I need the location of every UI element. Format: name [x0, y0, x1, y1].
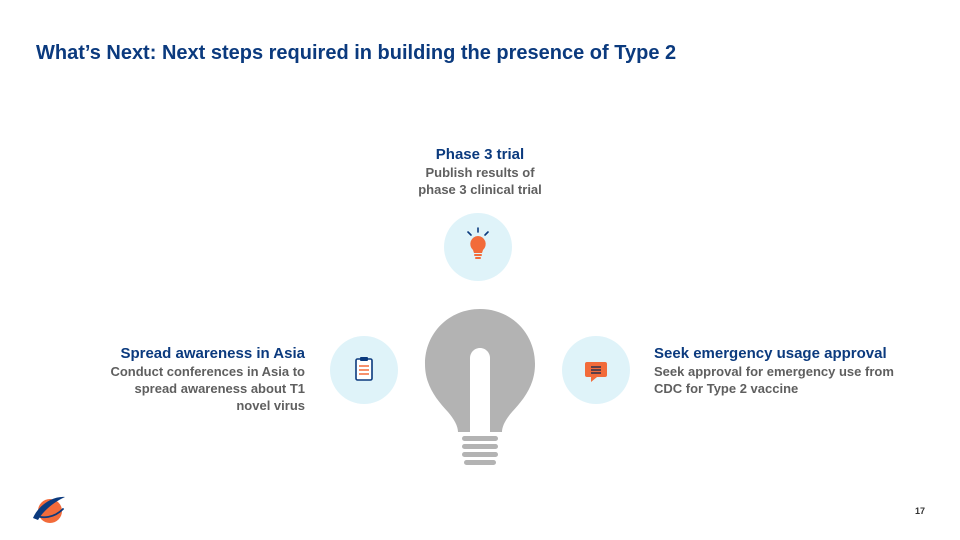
emergency-icon-circle: [562, 336, 630, 404]
central-lightbulb-icon: [425, 309, 535, 465]
step-emergency: Seek emergency usage approval Seek appro…: [654, 345, 934, 397]
step-awareness-desc-line3: novel virus: [236, 398, 305, 413]
step-phase3: Phase 3 trial Publish results of phase 3…: [380, 146, 580, 198]
chat-bubble-icon: [585, 362, 607, 382]
step-awareness-title: Spread awareness in Asia: [120, 345, 305, 362]
step-awareness-desc-line2: spread awareness about T1: [134, 381, 305, 396]
step-emergency-desc: Seek approval for emergency use from CDC…: [654, 363, 934, 397]
step-phase3-title: Phase 3 trial: [435, 146, 525, 163]
awareness-icon-circle: [330, 336, 398, 404]
step-awareness: Spread awareness in Asia Conduct confere…: [75, 345, 305, 414]
step-awareness-desc-line1: Conduct conferences in Asia to: [110, 364, 305, 379]
step-phase3-desc: Publish results of phase 3 clinical tria…: [380, 164, 580, 198]
lightbulb-icon: [467, 227, 489, 259]
step-phase3-desc-line1: Publish results of: [425, 165, 535, 180]
step-awareness-desc: Conduct conferences in Asia to spread aw…: [75, 363, 305, 414]
page-number: 17: [914, 506, 925, 516]
phase3-icon-circle: [444, 213, 512, 281]
slide-title: What’s Next: Next steps required in buil…: [36, 42, 677, 64]
step-emergency-desc-line2: CDC for Type 2 vaccine: [654, 381, 799, 396]
step-emergency-desc-line1: Seek approval for emergency use from: [654, 364, 894, 379]
company-logo-icon: [33, 496, 65, 523]
step-emergency-title: Seek emergency usage approval: [654, 345, 887, 362]
step-phase3-desc-line2: phase 3 clinical trial: [418, 182, 542, 197]
clipboard-icon: [355, 357, 373, 381]
